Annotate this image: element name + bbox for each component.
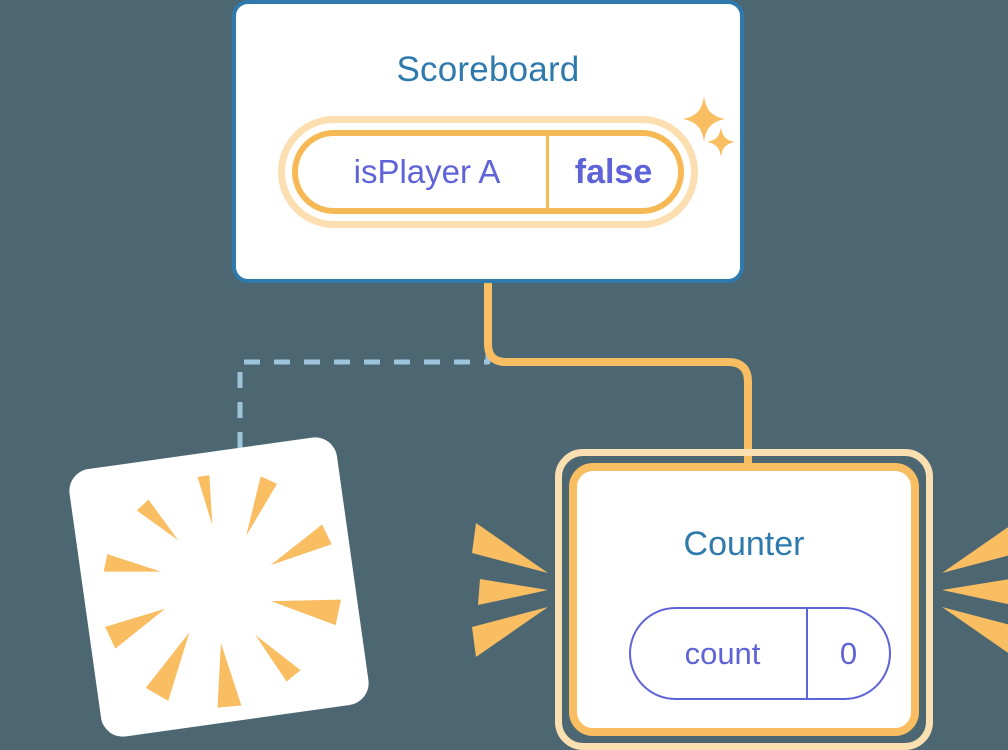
scoreboard-state-key: isPlayer A [353,153,501,190]
scoreboard-state-pill-highlight: isPlayer A false [278,116,698,228]
scoreboard-state-value: false [574,152,653,191]
counter-rays-right-icon [942,527,1008,653]
counter-state-pill-divider [806,609,808,698]
counter-title: Counter [683,525,805,563]
sparkle-small-icon [707,127,735,157]
connector-scoreboard-to-counter [484,282,752,470]
scoreboard-state-pill[interactable]: isPlayer A false [292,130,684,214]
scoreboard-state-pill-divider [546,136,549,208]
scoreboard-card[interactable]: Scoreboard isPlayer A false [232,0,744,283]
counter-rays-left-icon [472,523,548,657]
counter-state-value: 0 [839,635,858,671]
counter-state-key: count [684,635,761,671]
counter-card-highlight: Counter count 0 [555,449,933,750]
sparkle-large-icon [683,96,725,142]
counter-state-pill[interactable]: count 0 [629,607,891,700]
burst-rays-icon [103,475,342,708]
counter-card[interactable]: Counter count 0 [569,463,919,736]
scoreboard-title: Scoreboard [396,50,580,89]
burst-card[interactable] [66,434,372,740]
